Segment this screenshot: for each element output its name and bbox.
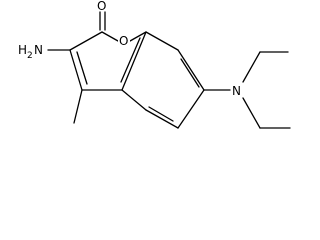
- carbonyl-oxygen-label: O: [97, 0, 106, 13]
- bond-c5-c4a: [121, 89, 147, 111]
- ring-oxygen-bg: [118, 34, 130, 47]
- amine-h-label: H: [18, 43, 27, 57]
- bond-n-ethyl1-ch2: [242, 51, 261, 83]
- bond-c8a-c8: [145, 31, 179, 51]
- bond-c4-methyl: [73, 89, 83, 124]
- bond-c2-c3: [69, 31, 103, 51]
- bond-c8-c7: [177, 49, 205, 91]
- dialkylamine-nitrogen-label: N: [232, 84, 241, 98]
- bond-c6-c5-double: [148, 106, 174, 122]
- bond-c2-o1: [101, 31, 119, 42]
- bond-c6-c5: [145, 109, 179, 129]
- bond-c8a-c4a: [121, 31, 147, 91]
- amine-subscript: 2: [27, 51, 33, 61]
- structure-diagram: O O H 2 N N: [18, 0, 291, 129]
- bond-c8a-c4a-double: [120, 37, 141, 83]
- ring-oxygen-label: O: [119, 34, 128, 48]
- amine-nitrogen-label: N: [34, 43, 43, 57]
- bond-c3-c4-double: [76, 51, 88, 85]
- bond-o1-c8a: [129, 31, 147, 42]
- molecule-drawing: O O H 2 N N: [18, 0, 291, 129]
- dialkylamine-n-bg: [231, 83, 243, 97]
- bond-n-ethyl2-ch2: [242, 97, 261, 129]
- bond-c8-c7-double: [180, 58, 200, 88]
- bond-c3-c4: [69, 49, 83, 91]
- bond-c7-c6: [177, 89, 205, 129]
